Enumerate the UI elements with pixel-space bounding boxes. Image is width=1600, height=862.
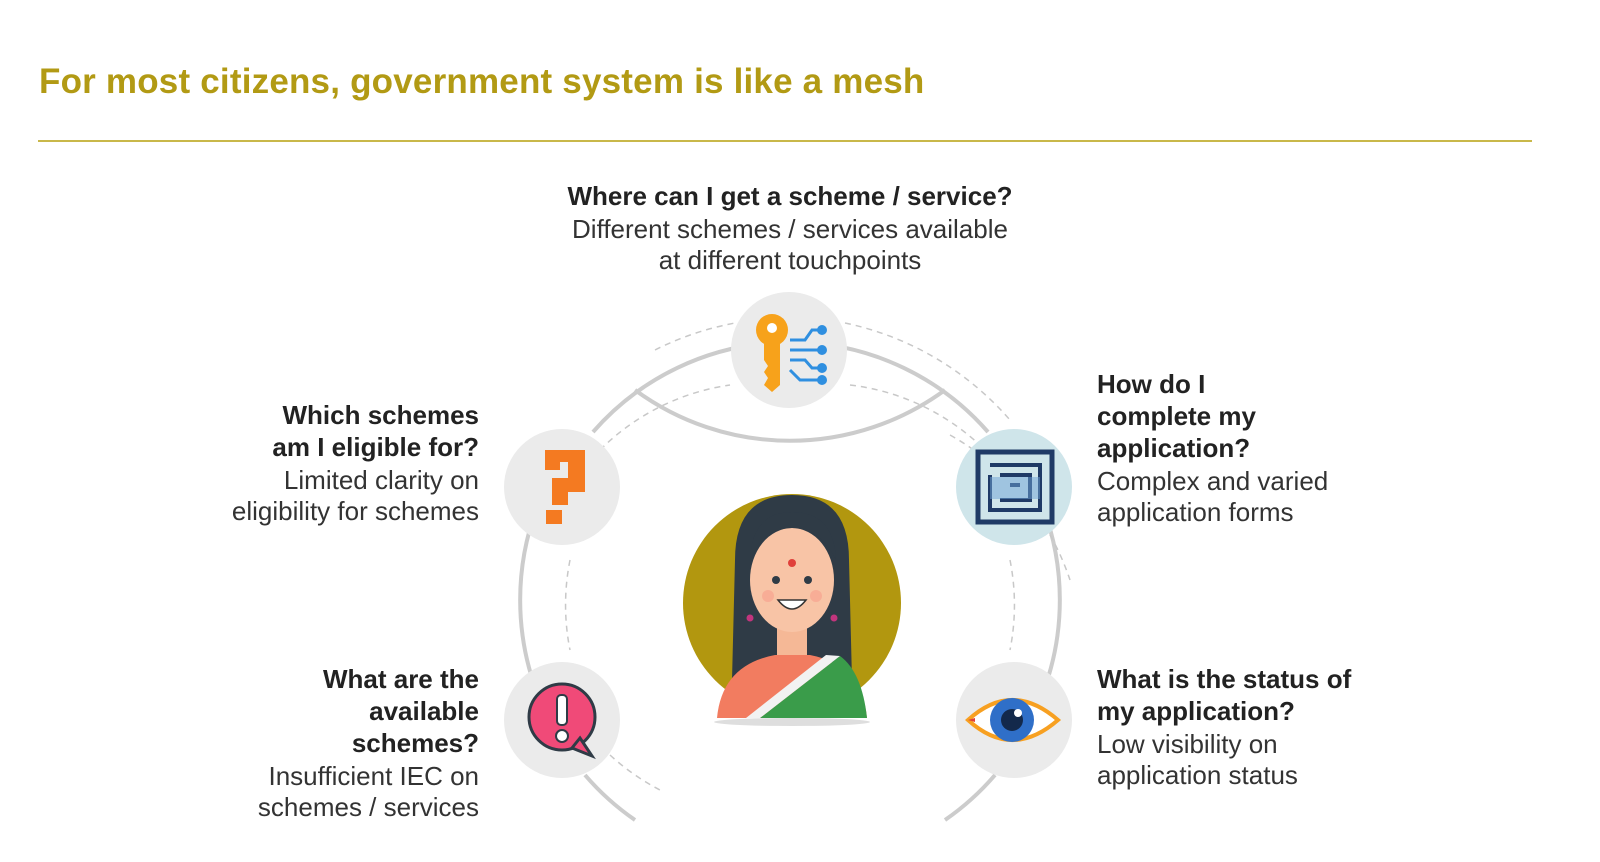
item-upper-left-description: Limited clarity on eligibility for schem… [231, 465, 479, 526]
item-top: Where can I get a scheme / service? Diff… [540, 180, 1040, 276]
item-lower-right: What is the status of my application? Lo… [1097, 663, 1357, 791]
item-lower-left-question: What are the available schemes? [322, 664, 479, 758]
item-upper-right-description: Complex and varied application forms [1097, 466, 1329, 527]
item-upper-right-question: How do I complete my application? [1097, 369, 1256, 463]
item-top-description: Different schemes / services available a… [572, 214, 1008, 275]
item-lower-left-description: Insufficient IEC on schemes / services [257, 761, 479, 822]
eye-icon [956, 662, 1072, 778]
key-network-icon [731, 292, 847, 408]
item-upper-right: How do I complete my application? Comple… [1097, 368, 1347, 528]
item-lower-right-description: Low visibility on application status [1097, 729, 1298, 790]
maze-icon [956, 429, 1072, 545]
page-title: For most citizens, government system is … [39, 62, 925, 101]
title-divider [38, 140, 1532, 142]
item-lower-right-question: What is the status of my application? [1097, 664, 1352, 726]
item-lower-left: What are the available schemes? Insuffic… [205, 663, 479, 823]
question-mark-icon [504, 429, 620, 545]
exclamation-bubble-icon [504, 662, 620, 778]
inner-dashed-ring [564, 322, 1071, 791]
woman-avatar-icon [683, 494, 901, 726]
item-upper-left: Which schemes am I eligible for? Limited… [200, 399, 479, 527]
item-upper-left-question: Which schemes am I eligible for? [272, 400, 479, 462]
item-top-question: Where can I get a scheme / service? [567, 181, 1013, 211]
